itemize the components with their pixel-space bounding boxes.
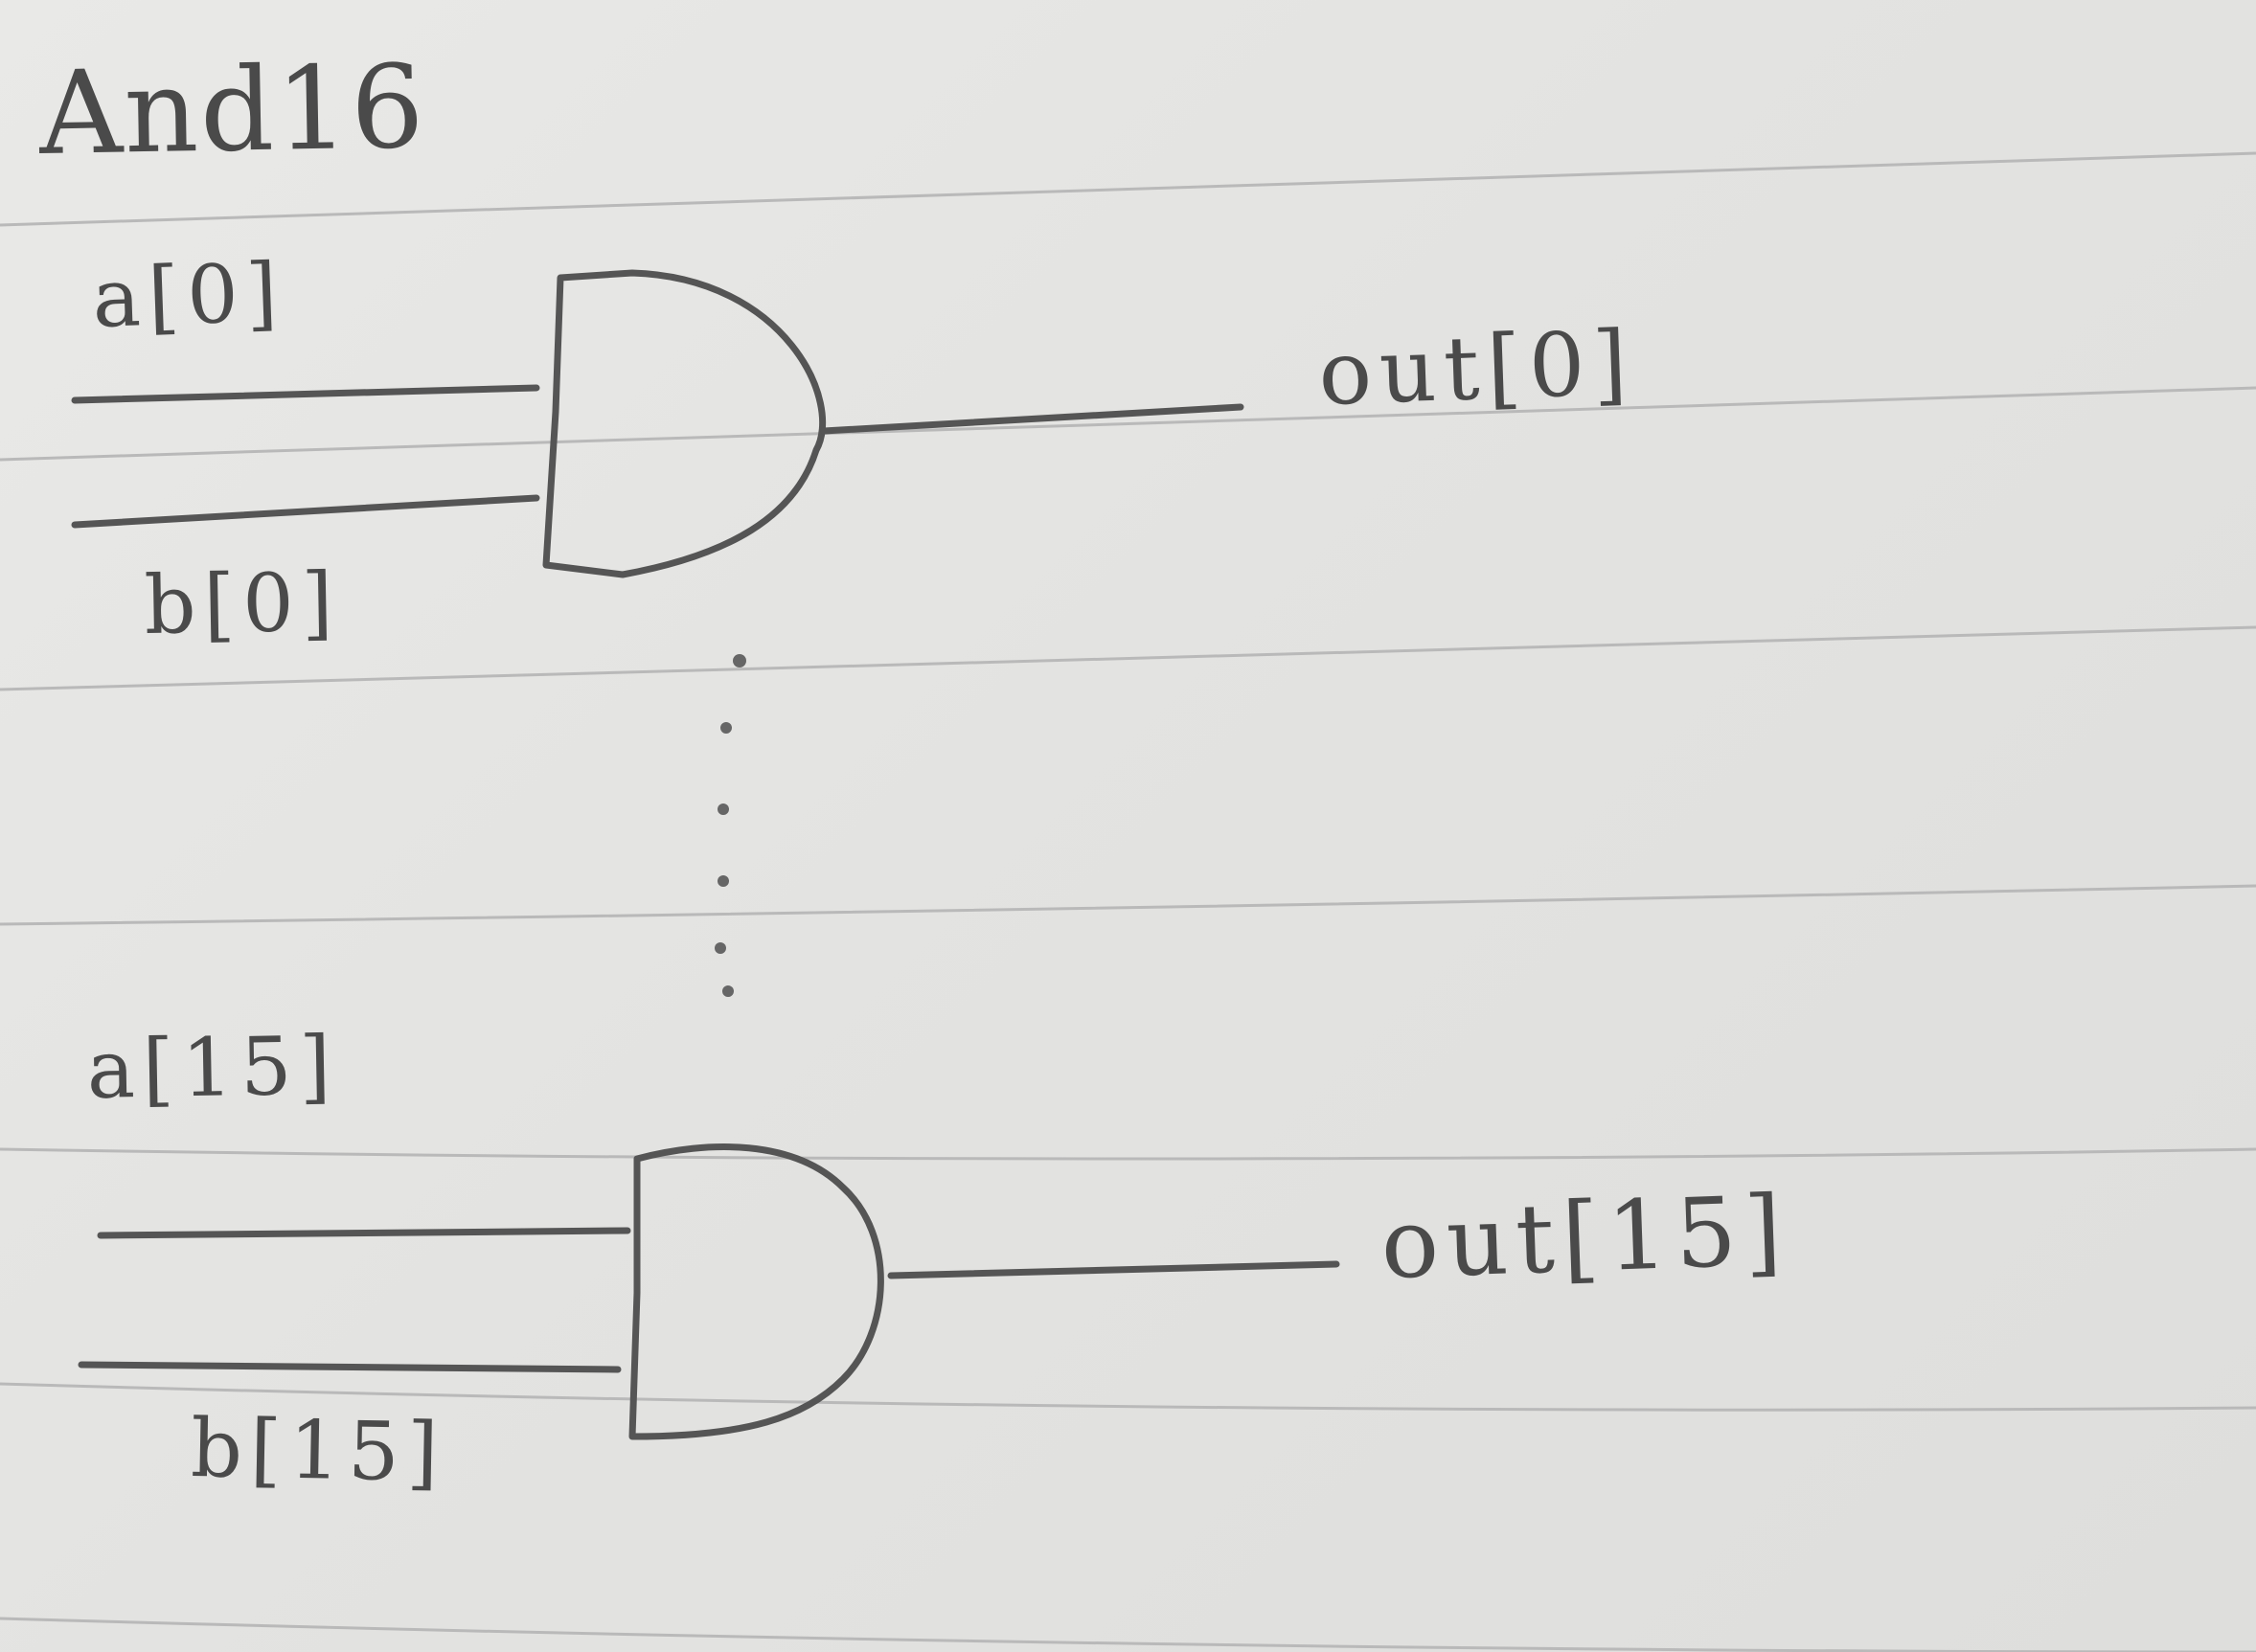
label-input-a0: a[0] [90, 244, 287, 346]
dot [720, 722, 732, 734]
label-input-a15: a[15] [85, 1018, 340, 1117]
dot [718, 803, 729, 815]
dot [718, 875, 729, 887]
label-input-b0: b[0] [143, 554, 342, 652]
wire-b15 [78, 1361, 622, 1373]
ruled-line [0, 1382, 2256, 1412]
diagram-title: And16 [37, 40, 427, 181]
wire-a15 [97, 1227, 631, 1239]
dot [733, 654, 746, 668]
gate-body-15 [628, 1143, 884, 1440]
wire-b0 [71, 494, 540, 529]
and-gate-15 [78, 1143, 1340, 1440]
ellipsis-dots [715, 654, 746, 997]
label-output-15: out[15] [1379, 1174, 1791, 1301]
dot [722, 985, 734, 997]
gate-body-0 [542, 269, 827, 578]
wire-out15 [887, 1260, 1340, 1279]
label-input-b15: b[15] [190, 1401, 447, 1500]
wire-out0 [820, 403, 1244, 435]
ruled-line [0, 884, 2256, 926]
ruled-line [0, 1617, 2256, 1652]
label-output-0: out[0] [1316, 311, 1637, 425]
wire-a0 [71, 384, 540, 404]
dot [715, 942, 726, 954]
and-gate-0 [71, 269, 1244, 578]
ruled-line [0, 386, 2256, 462]
ruled-line [0, 1147, 2256, 1161]
